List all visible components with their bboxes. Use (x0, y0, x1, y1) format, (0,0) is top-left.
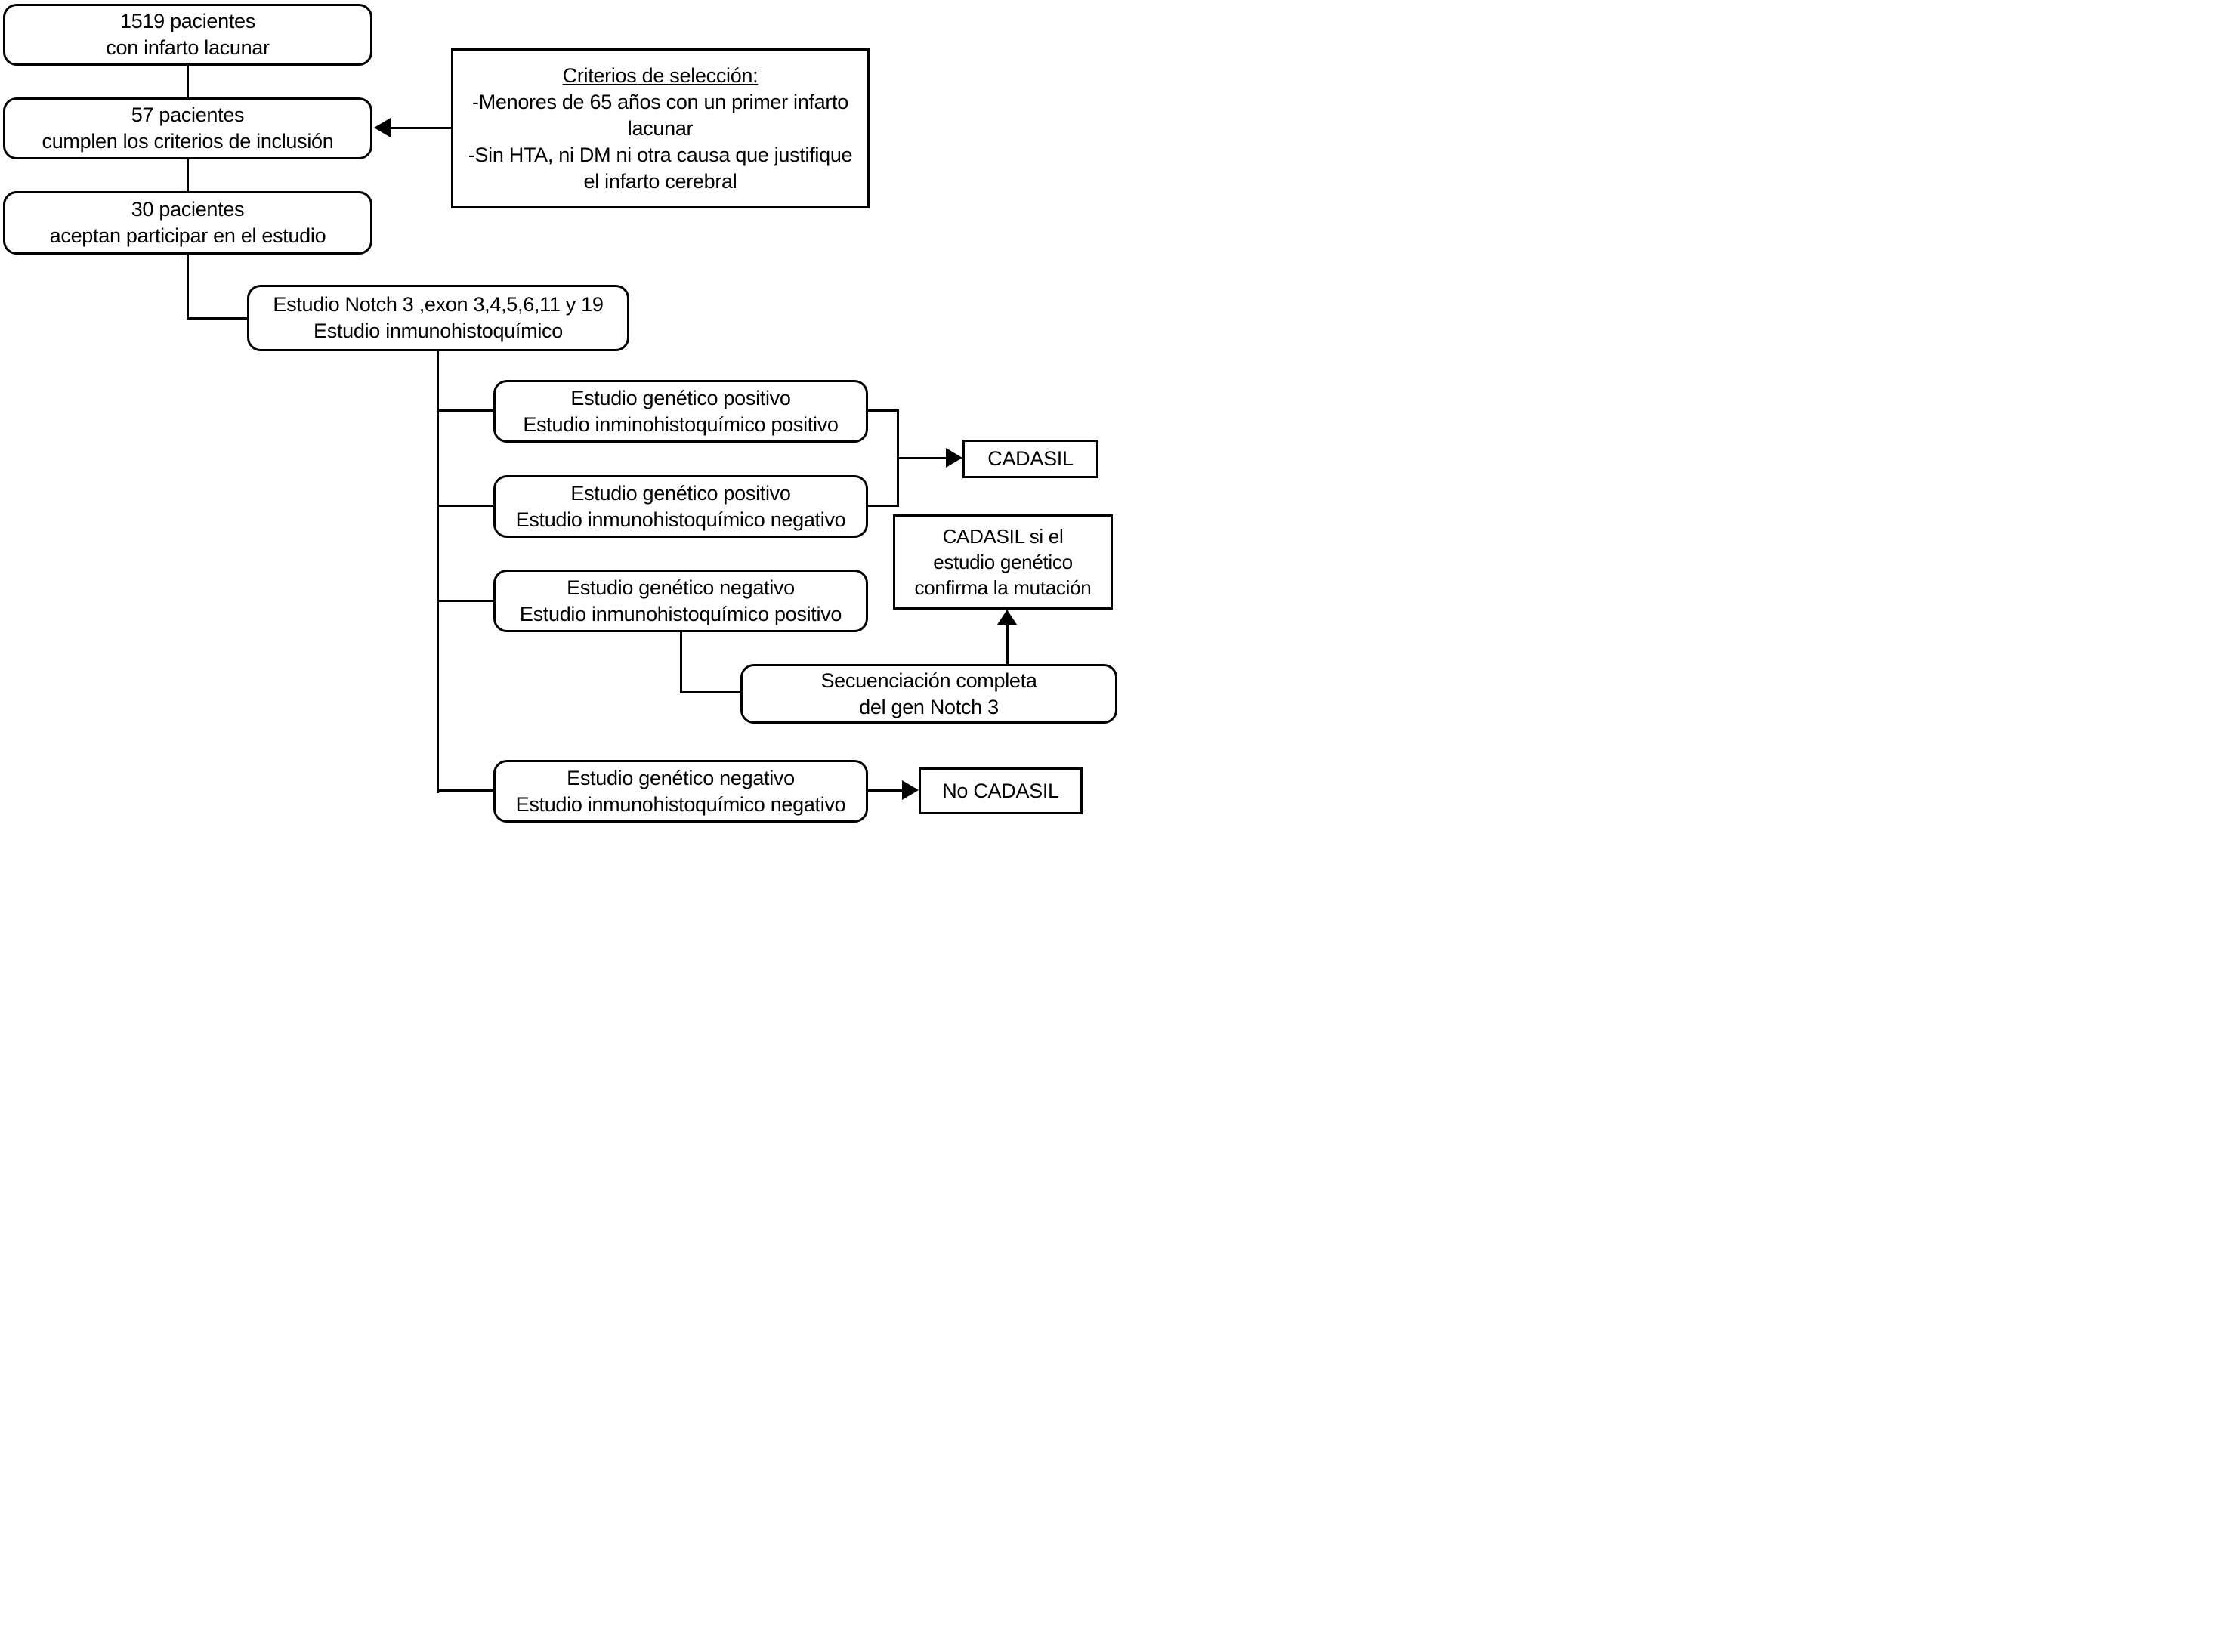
connector-criteria-to-57 (389, 127, 451, 129)
connector-branch4-to-nocadasil (867, 789, 904, 792)
box-text-line: Estudio genético positivo (570, 386, 791, 409)
box-30-pacientes: 30 pacientes aceptan participar en el es… (3, 191, 372, 255)
arrowhead-into-cadasil-si (997, 610, 1017, 625)
box-text-line: Estudio Notch 3 ,exon 3,4,5,6,11 y 19 (273, 293, 604, 316)
connector-trunk-to-branch1 (437, 409, 495, 412)
connector-1519-to-57 (187, 66, 189, 99)
box-1519-pacientes: 1519 pacientes con infarto lacunar (3, 4, 372, 66)
connector-30-to-notch (187, 317, 249, 320)
connector-branch3-to-secuenciacion (680, 691, 740, 693)
box-genetico-neg-ihq-pos: Estudio genético negativo Estudio inmuno… (493, 570, 868, 632)
connector-57-to-30 (187, 159, 189, 193)
box-text-line: Estudio inmunohistoquímico negativo (515, 792, 846, 816)
box-text-line: Estudio inmunohistoquímico (314, 320, 563, 342)
box-genetico-pos-ihq-pos: Estudio genético positivo Estudio inmino… (493, 380, 868, 443)
box-text-line: Estudio genético negativo (567, 576, 795, 599)
connector-trunk-to-branch3 (437, 600, 495, 602)
connector-branch3-down (680, 632, 682, 693)
box-text-line: Estudio inmunohistoquímico positivo (519, 602, 842, 625)
criteria-item: -Sin HTA, ni DM ni otra causa que justif… (468, 143, 853, 193)
connector-secuenciacion-up (1006, 623, 1009, 664)
connector-trunk-to-branch2 (437, 505, 495, 507)
connector-branch1-to-bracket (867, 409, 899, 412)
arrowhead-into-no-cadasil (902, 780, 919, 800)
box-text-line: No CADASIL (942, 779, 1059, 802)
connector-trunk-to-branch4 (437, 789, 495, 792)
flowchart-canvas: 1519 pacientes con infarto lacunar 57 pa… (0, 0, 1120, 831)
box-57-pacientes: 57 pacientes cumplen los criterios de in… (3, 97, 372, 159)
box-text-line: 1519 pacientes (120, 10, 255, 32)
box-text-line: Estudio inminohistoquímico positivo (523, 412, 839, 436)
box-text-line: Secuenciación completa (820, 669, 1037, 692)
box-secuenciacion-completa: Secuenciación completa del gen Notch 3 (740, 664, 1117, 724)
box-text-line: Estudio genético positivo (570, 481, 791, 505)
connector-notch-trunk (437, 351, 439, 793)
box-cadasil-si-mutacion: CADASIL si el estudio genético confirma … (893, 514, 1113, 610)
box-text-line: CADASIL (987, 447, 1074, 470)
box-genetico-neg-ihq-neg: Estudio genético negativo Estudio inmuno… (493, 760, 868, 823)
criteria-item: -Menores de 65 años con un primer infart… (472, 90, 848, 140)
box-text-line: CADASIL si el (942, 525, 1064, 548)
box-estudio-notch3: Estudio Notch 3 ,exon 3,4,5,6,11 y 19 Es… (247, 285, 629, 351)
connector-bracket-to-cadasil (897, 457, 947, 459)
box-text-line: 30 pacientes (131, 198, 245, 221)
box-text-line: del gen Notch 3 (859, 695, 999, 718)
arrowhead-into-57-pacientes (374, 118, 391, 137)
box-no-cadasil: No CADASIL (919, 767, 1083, 814)
arrowhead-into-cadasil (946, 448, 962, 468)
box-text-line: cumplen los criterios de inclusión (42, 130, 334, 153)
box-text-line: 57 pacientes (131, 103, 245, 126)
box-criterios-seleccion: Criterios de selección: -Menores de 65 a… (451, 48, 870, 208)
criteria-title: Criterios de selección: (562, 63, 759, 87)
box-text-line: estudio genético (933, 551, 1073, 573)
box-text-line: con infarto lacunar (106, 36, 270, 59)
connector-30-down (187, 253, 189, 320)
box-text-line: confirma la mutación (914, 576, 1092, 599)
box-text-line: Estudio inmunohistoquímico negativo (515, 508, 846, 531)
box-text-line: Estudio genético negativo (567, 766, 795, 789)
box-cadasil: CADASIL (962, 440, 1098, 478)
box-genetico-pos-ihq-neg: Estudio genético positivo Estudio inmuno… (493, 475, 868, 538)
connector-branch2-to-bracket (867, 505, 899, 507)
box-text-line: aceptan participar en el estudio (49, 224, 326, 247)
